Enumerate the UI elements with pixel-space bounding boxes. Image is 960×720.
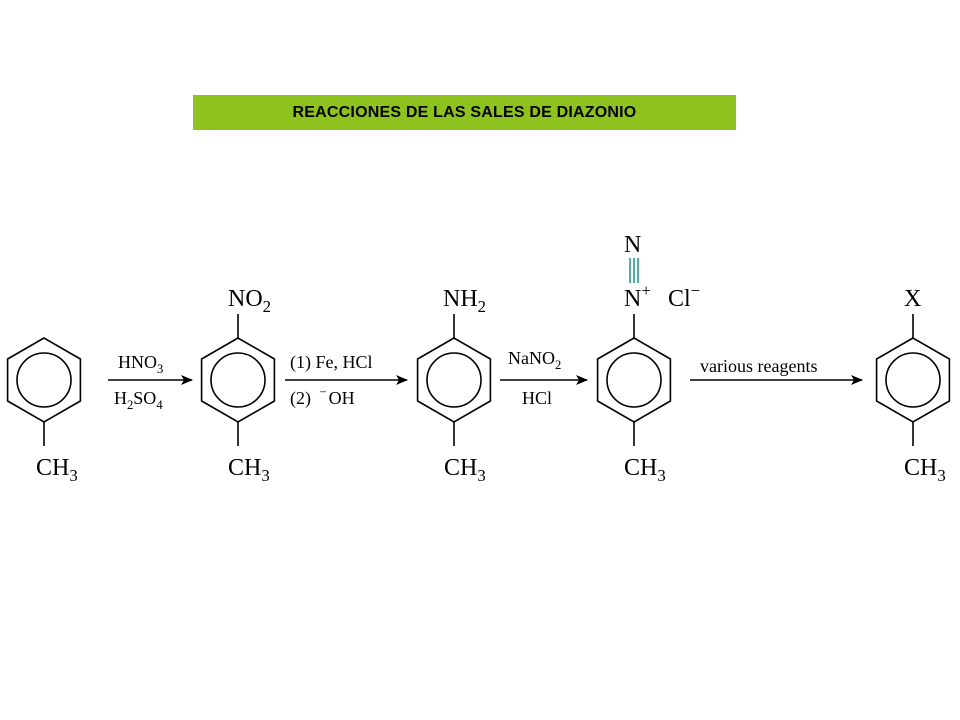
- nitrotoluene-no2: NO2: [228, 286, 271, 316]
- ring-aromatic-circle: [426, 352, 482, 408]
- benzene-ring-toluene: [6, 337, 82, 423]
- diazonium-n-terminal: N: [624, 232, 641, 258]
- triple-bond: [629, 258, 639, 283]
- ring-aromatic-circle: [885, 352, 941, 408]
- reagent-various: various reagents: [700, 356, 817, 376]
- product-x: X: [904, 286, 921, 312]
- page-title: REACCIONES DE LAS SALES DE DIAZONIO: [292, 103, 637, 121]
- title-banner: REACCIONES DE LAS SALES DE DIAZONIO: [193, 95, 736, 130]
- benzene-ring-toluidine: [416, 337, 492, 423]
- ring-aromatic-circle: [16, 352, 72, 408]
- diazonium-counterion: Cl−: [668, 281, 700, 312]
- nitrotoluene-ch3: CH3: [228, 455, 270, 485]
- benzene-ring-product: [875, 337, 951, 423]
- toluidine-ch3: CH3: [444, 455, 486, 485]
- toluidine-nh2: NH2: [443, 286, 486, 316]
- ring-hexagon: [6, 337, 82, 423]
- toluene-ch3: CH3: [36, 455, 78, 485]
- ring-hexagon: [416, 337, 492, 423]
- ring-aromatic-circle: [606, 352, 662, 408]
- benzene-ring-nitrotoluene: [200, 337, 276, 423]
- diazonium-n-plus: N+: [624, 281, 651, 312]
- ring-aromatic-circle: [210, 352, 266, 408]
- reagent-h2so4: H2SO4: [114, 388, 163, 412]
- reagent-nano2: NaNO2: [508, 348, 561, 372]
- ring-hexagon: [596, 337, 672, 423]
- ring-hexagon: [200, 337, 276, 423]
- diazonium-ch3: CH3: [624, 455, 666, 485]
- reagent-hno3: HNO3: [118, 352, 163, 376]
- product-ch3: CH3: [904, 455, 946, 485]
- benzene-ring-diazonium: [596, 337, 672, 423]
- ring-hexagon: [875, 337, 951, 423]
- reagent-fe-hcl: (1) Fe, HCl: [290, 352, 373, 373]
- reagent-oh: (2) −OH: [290, 385, 355, 409]
- reagent-hcl: HCl: [522, 388, 552, 408]
